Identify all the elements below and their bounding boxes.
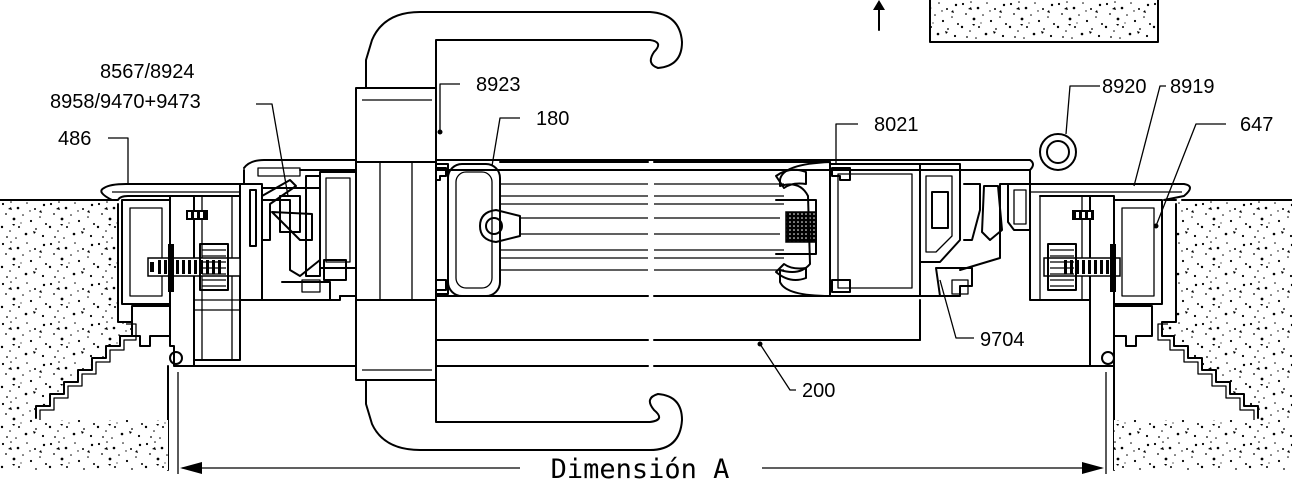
label-8567: 8567/8924 [100, 61, 195, 83]
leader-lines [108, 83, 1226, 391]
label-8923: 8923 [476, 74, 521, 96]
label-647: 647 [1240, 114, 1273, 136]
pull-handle [355, 11, 683, 451]
concrete-block-top [929, 0, 1159, 43]
label-486: 486 [58, 128, 91, 150]
left-frame-profile [100, 159, 1115, 367]
right-sash-profile [775, 161, 973, 297]
arrow-up-icon [873, 0, 885, 31]
label-180: 180 [536, 108, 569, 130]
concrete-wall-right [1113, 199, 1292, 471]
label-9704: 9704 [980, 329, 1025, 351]
label-8919: 8919 [1170, 76, 1215, 98]
label-8920: 8920 [1102, 76, 1147, 98]
dimension-label: Dimensión A [551, 454, 730, 484]
right-frame-profile [959, 133, 1191, 367]
dimension-arrow [177, 372, 1107, 474]
label-200: 200 [802, 380, 835, 402]
label-8958: 8958/9470+9473 [50, 91, 201, 113]
label-8021: 8021 [874, 114, 919, 136]
concrete-wall-left [0, 199, 169, 471]
